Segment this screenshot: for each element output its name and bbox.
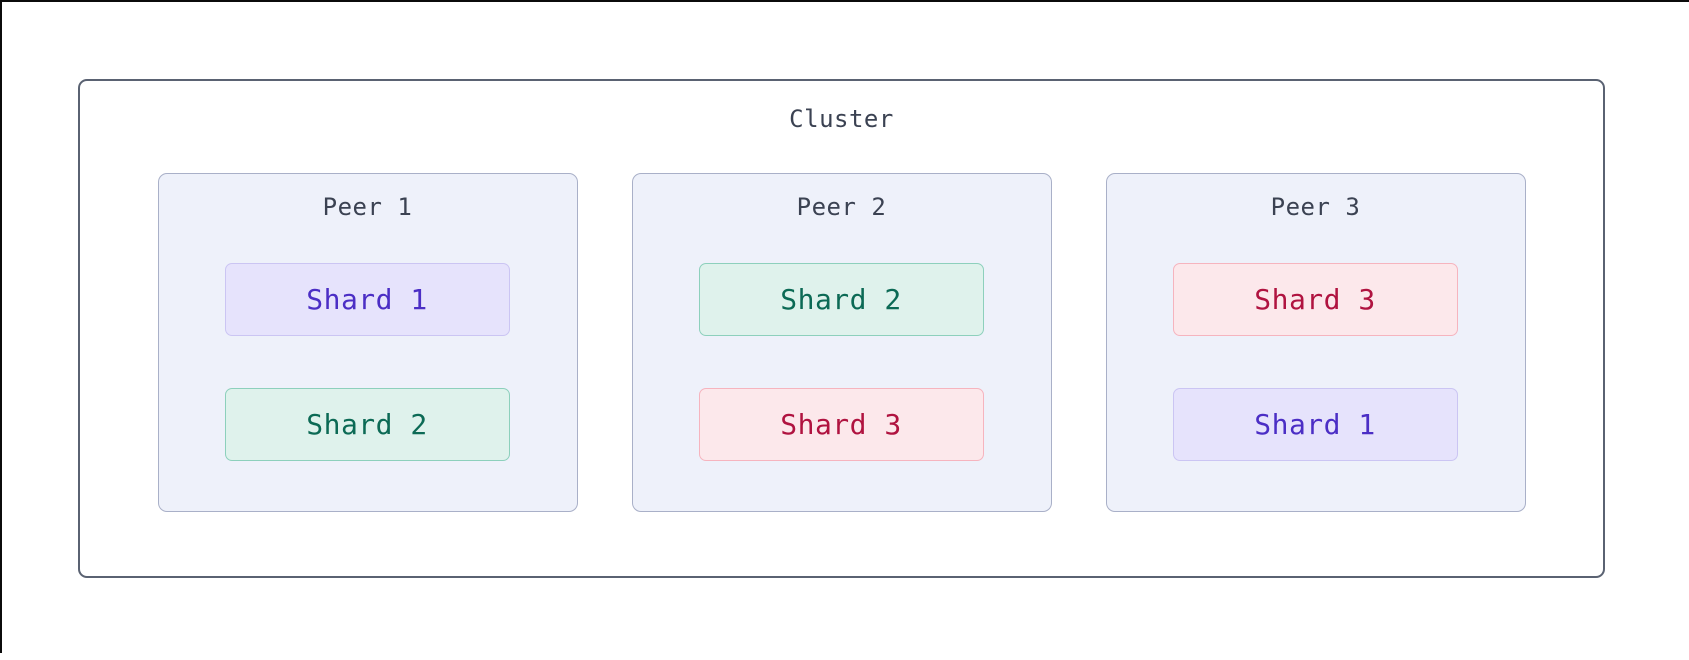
cluster-title: Cluster xyxy=(789,105,894,133)
peers-row: Peer 1 Shard 1 Shard 2 Peer 2 Shard 2 Sh… xyxy=(80,173,1603,512)
page-top-edge xyxy=(0,0,1689,2)
peer-3-shard-1: Shard 1 xyxy=(1172,388,1458,461)
peer-1-shard-1: Shard 1 xyxy=(224,263,510,336)
peer-box-2: Peer 2 Shard 2 Shard 3 xyxy=(631,173,1052,512)
peer-1-shard-2: Shard 2 xyxy=(224,388,510,461)
peer-1-title: Peer 1 xyxy=(322,193,413,221)
peer-2-shard-3: Shard 3 xyxy=(698,388,984,461)
cluster-box: Cluster Peer 1 Shard 1 Shard 2 Peer 2 Sh… xyxy=(78,79,1605,578)
peer-3-title: Peer 3 xyxy=(1270,193,1361,221)
peer-box-1: Peer 1 Shard 1 Shard 2 xyxy=(157,173,578,512)
peer-2-title: Peer 2 xyxy=(796,193,887,221)
peer-box-3: Peer 3 Shard 3 Shard 1 xyxy=(1105,173,1526,512)
peer-3-shard-3: Shard 3 xyxy=(1172,263,1458,336)
peer-2-shard-2: Shard 2 xyxy=(698,263,984,336)
page-left-edge xyxy=(0,0,2,653)
